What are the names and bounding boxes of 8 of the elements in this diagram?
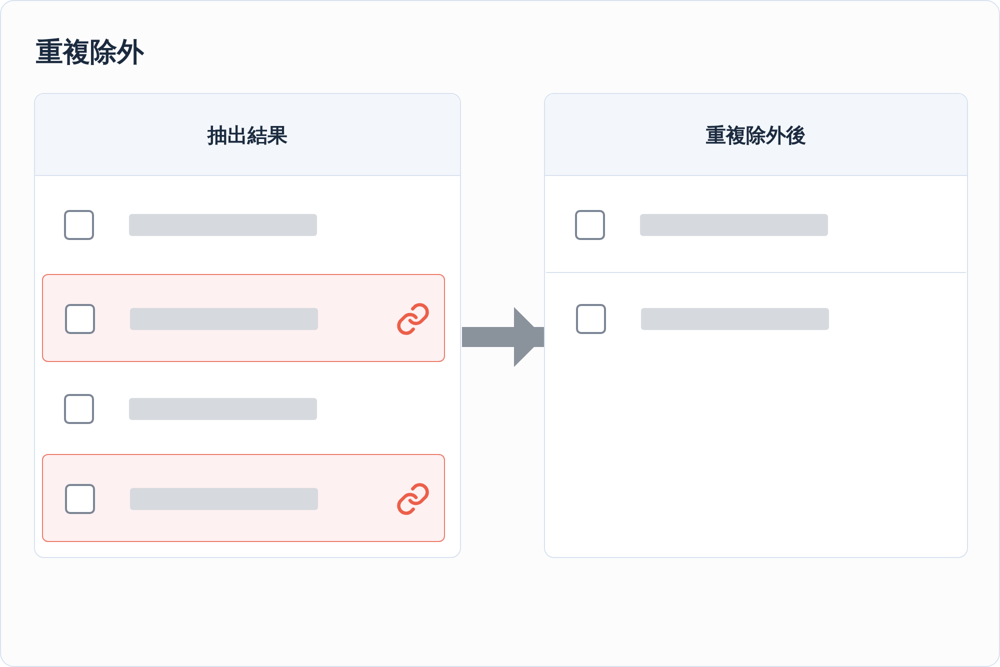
list-panel [544,93,968,558]
arrow [462,307,544,367]
diagram-title: 重複除外 [36,36,144,70]
panel-heading: 重複除外後 [705,122,807,149]
panel-heading: 抽出結果 [206,122,288,149]
list-panel [34,93,461,558]
highlighted-row [42,454,445,542]
highlighted-row [42,274,445,362]
